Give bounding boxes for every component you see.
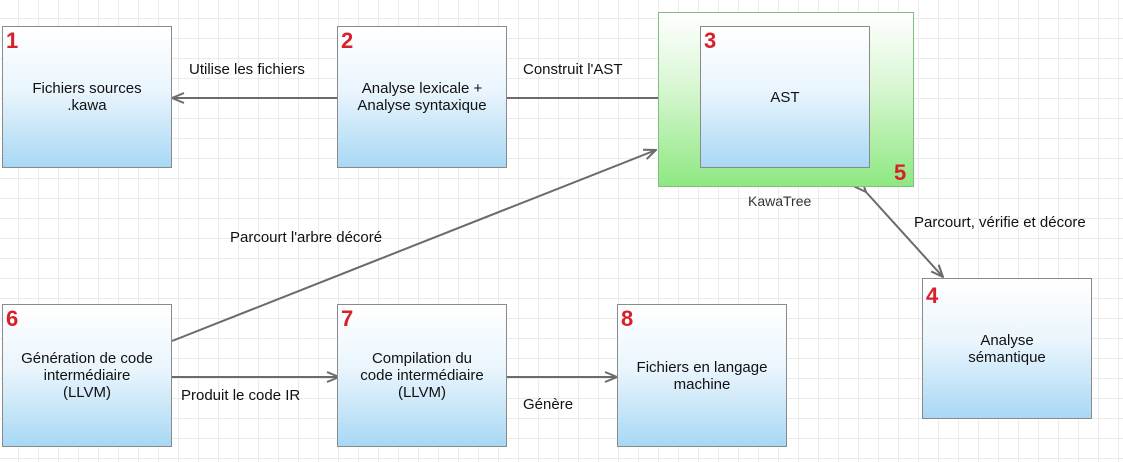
- node-semantic-analysis-label: Analyse sémantique: [968, 331, 1046, 366]
- node-ir-compilation-label: Compilation du code intermédiaire (LLVM): [360, 350, 484, 401]
- edge-label-traverse-decorated-tree: Parcourt l'arbre décoré: [230, 229, 383, 246]
- node-number-5: 5: [894, 160, 907, 185]
- node-number-4: 4: [926, 283, 939, 308]
- edge-6-to-5: [171, 150, 656, 342]
- node-lexical-syntax-analysis-label: Analyse lexicale + Analyse syntaxique: [357, 80, 487, 114]
- edge-label-generates: Génère: [523, 396, 574, 413]
- node-source-files[interactable]: Fichiers sources .kawa: [2, 26, 172, 168]
- node-number-3: 3: [704, 28, 717, 53]
- node-ir-generation-label: Génération de code intermédiaire (LLVM): [21, 350, 153, 401]
- node-semantic-analysis[interactable]: Analyse sémantique: [922, 278, 1092, 419]
- node-number-7: 7: [341, 306, 354, 331]
- edge-label-produces-ir: Produit le code IR: [181, 387, 301, 404]
- edge-label-traverse-check-decorate: Parcourt, vérifie et décore: [914, 214, 1086, 231]
- node-lexical-syntax-analysis[interactable]: Analyse lexicale + Analyse syntaxique: [337, 26, 507, 168]
- node-number-1: 1: [6, 28, 19, 53]
- node-kawatree-label: KawaTree: [748, 193, 812, 209]
- edge-label-uses-files: Utilise les fichiers: [189, 61, 305, 78]
- node-ir-generation[interactable]: Génération de code intermédiaire (LLVM): [2, 304, 172, 447]
- node-number-6: 6: [6, 306, 19, 331]
- edge-5-to-4: [866, 192, 943, 277]
- edge-label-builds-ast: Construit l'AST: [523, 61, 623, 78]
- node-ir-compilation[interactable]: Compilation du code intermédiaire (LLVM): [337, 304, 507, 447]
- node-source-files-label: Fichiers sources .kawa: [32, 80, 142, 114]
- node-number-8: 8: [621, 306, 634, 331]
- node-machine-code-files-label: Fichiers en langage machine: [636, 358, 768, 393]
- node-number-2: 2: [341, 28, 354, 53]
- node-ast[interactable]: AST: [700, 26, 870, 168]
- node-ast-label: AST: [770, 88, 800, 106]
- node-machine-code-files[interactable]: Fichiers en langage machine: [617, 304, 787, 447]
